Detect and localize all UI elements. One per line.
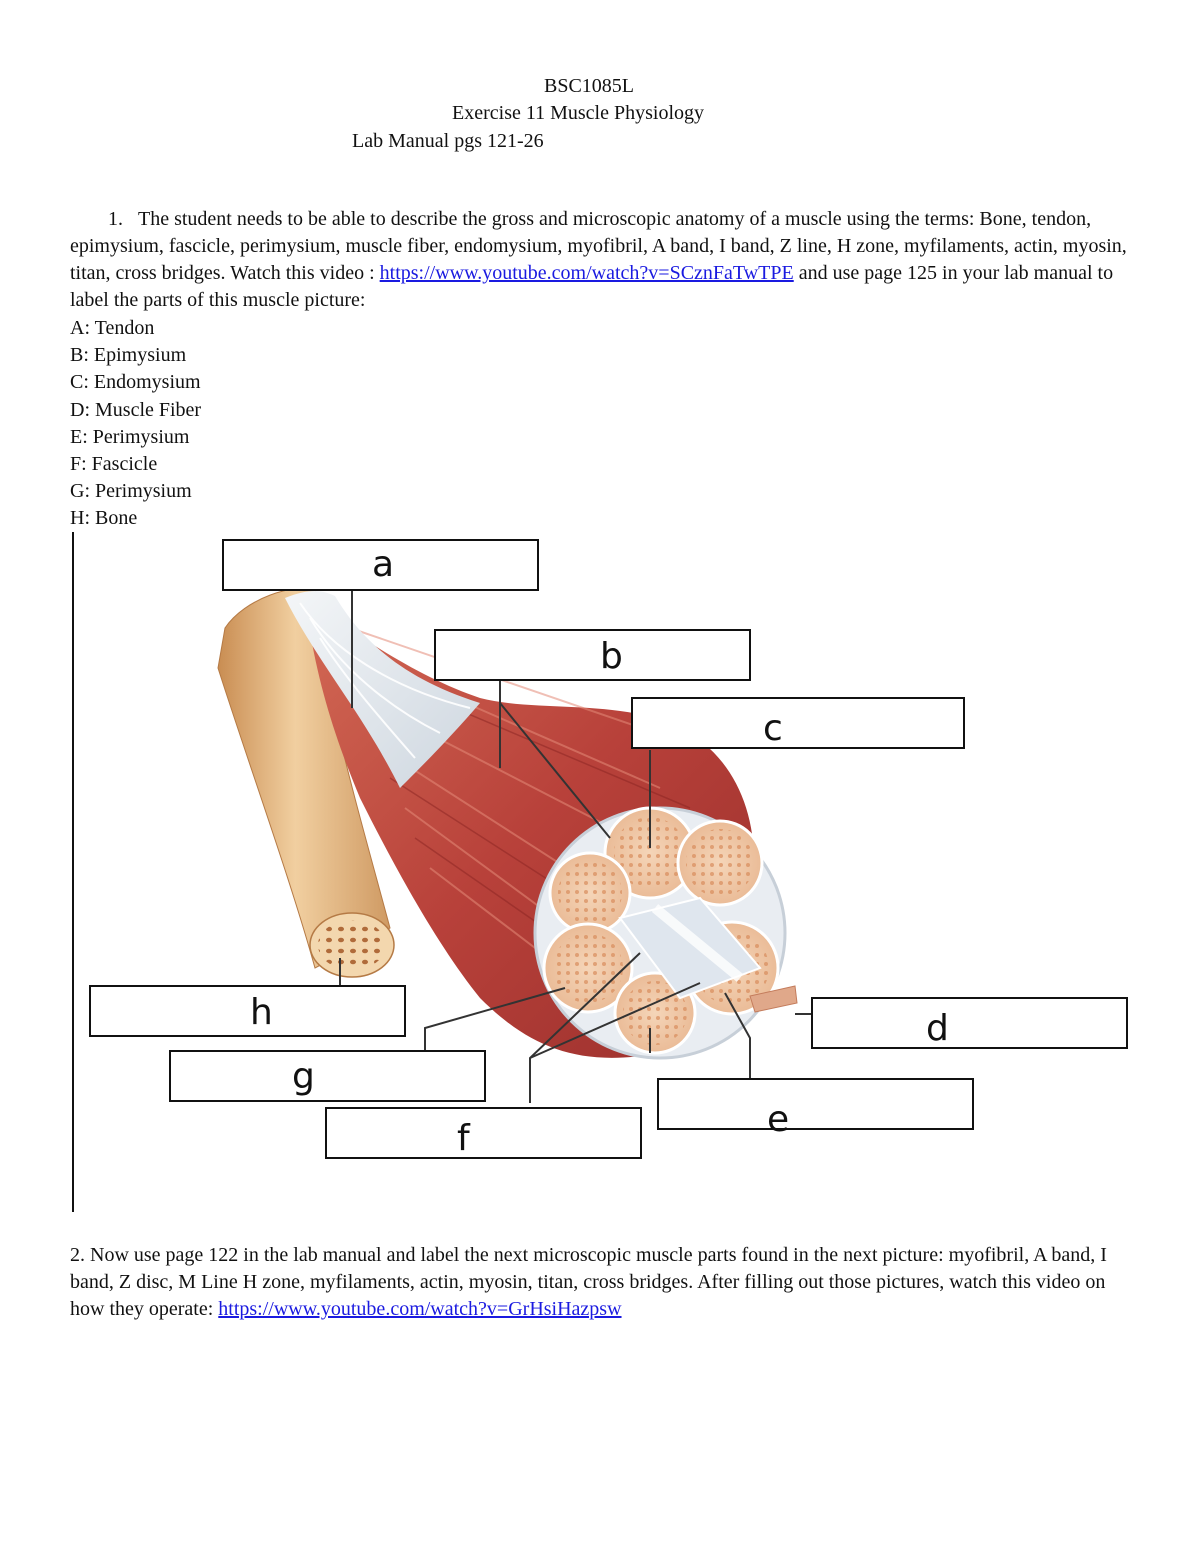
label-box-c[interactable]: c — [631, 697, 965, 749]
label-box-g[interactable]: g — [169, 1050, 486, 1102]
label-box-e[interactable]: e — [657, 1078, 974, 1140]
label-box-a[interactable]: a — [222, 539, 539, 591]
label-box-f[interactable]: f — [325, 1107, 642, 1159]
label-b: b — [600, 636, 623, 677]
label-f: f — [457, 1118, 471, 1159]
exercise-title: Exercise 11 Muscle Physiology — [452, 102, 705, 124]
muscle-anatomy-figure: a b c d e f g — [60, 528, 1150, 1218]
tendon-shape — [285, 591, 480, 788]
answer-item: C: Endomysium — [70, 371, 201, 394]
label-a: a — [372, 544, 394, 585]
question-1-text: The student needs to be able to describe… — [70, 208, 1127, 284]
question-2: 2. Now use page 122 in the lab manual an… — [70, 1242, 1140, 1323]
label-c: c — [763, 708, 783, 749]
leader-lines — [339, 590, 812, 1103]
answer-item: E: Perimysium — [70, 425, 190, 448]
question-2-text: 2. Now use page 122 in the lab manual an… — [70, 1244, 1107, 1320]
label-d: d — [926, 1008, 949, 1049]
answer-list: A: Tendon B: Epimysium C: Endomysium D: … — [70, 315, 201, 533]
muscle-cross-section — [533, 806, 798, 1060]
question-1-instruction: and use page 125 in your lab manual to l… — [70, 262, 1114, 311]
question-1-number: 1. — [108, 208, 123, 230]
label-h: h — [250, 992, 273, 1033]
label-g: g — [292, 1056, 315, 1097]
answer-item: G: Perimysium — [70, 480, 192, 503]
course-code: BSC1085L — [544, 75, 635, 97]
video-link-1[interactable]: https://www.youtube.com/watch?v=SCznFaTw… — [379, 262, 794, 284]
manual-pages: Lab Manual pgs 121-26 — [352, 130, 544, 152]
video-link-2[interactable]: https://www.youtube.com/watch?v=GrHsiHaz… — [218, 1298, 622, 1320]
answer-item: D: Muscle Fiber — [70, 398, 202, 421]
label-e: e — [767, 1099, 789, 1140]
label-box-h[interactable]: h — [89, 985, 406, 1037]
label-box-d[interactable]: d — [811, 997, 1128, 1049]
answer-item: A: Tendon — [70, 317, 155, 339]
answer-item: B: Epimysium — [70, 344, 187, 367]
answer-item: F: Fascicle — [70, 453, 158, 476]
muscle-diagram: a b c d e f g — [72, 532, 1128, 1212]
question-1: 1.The student needs to be able to descri… — [70, 206, 1140, 314]
answer-item: H: Bone — [70, 507, 138, 530]
label-box-b[interactable]: b — [434, 629, 751, 681]
bone-shape — [217, 587, 395, 978]
